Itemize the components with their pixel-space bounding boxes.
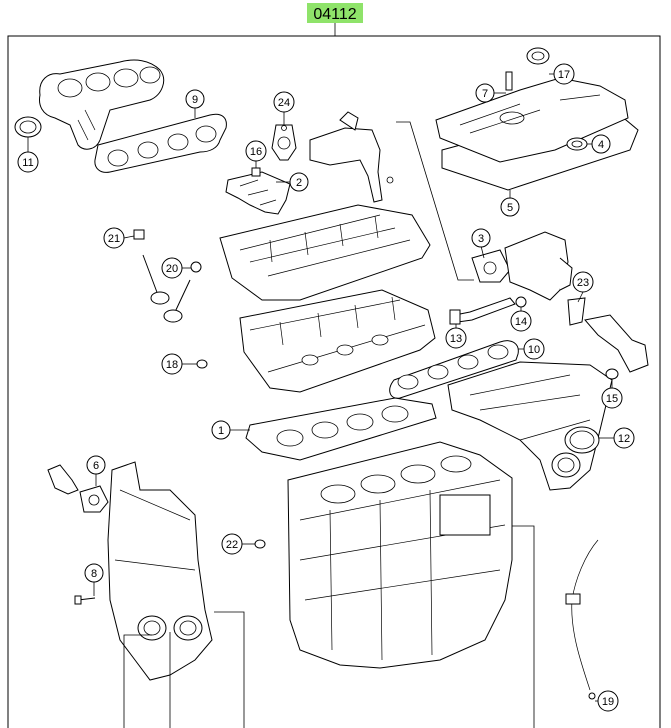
seal-ring-sketch xyxy=(14,116,42,138)
callout-5[interactable]: 5 xyxy=(500,190,520,217)
small-o-ring-sketch xyxy=(196,359,208,369)
callout-14-label: 14 xyxy=(515,316,527,328)
plug-tube-seal-sketch xyxy=(566,137,588,151)
intake-manifold-gasket-sketch xyxy=(389,340,519,399)
bolt-sketch xyxy=(74,595,96,605)
cylinder-head-sketch xyxy=(239,289,436,393)
callout-9[interactable]: 9 xyxy=(185,89,205,118)
callout-16-label: 16 xyxy=(250,146,262,158)
callout-7-label: 7 xyxy=(482,88,488,100)
callout-12-label: 12 xyxy=(618,433,630,445)
callout-24[interactable]: 24 xyxy=(273,91,295,125)
callout-5-label: 5 xyxy=(507,202,513,214)
callout-11-label: 11 xyxy=(22,157,33,169)
callout-16[interactable]: 16 xyxy=(245,140,267,168)
callout-2-label: 2 xyxy=(296,177,302,189)
small-gasket-sketch xyxy=(271,124,297,161)
intake-manifold-sketch xyxy=(447,361,613,491)
callout-22[interactable]: 22 xyxy=(221,533,255,555)
injector-sketch xyxy=(449,296,527,325)
callout-21[interactable]: 21 xyxy=(103,227,135,249)
callout-15[interactable]: 15 xyxy=(601,379,623,409)
cylinder-head-gasket-sketch xyxy=(245,397,437,461)
small-seal-sketch xyxy=(605,368,619,380)
exhaust-manifold-gasket-sketch xyxy=(94,113,227,173)
callout-6[interactable]: 6 xyxy=(86,455,106,486)
callout-19-label: 19 xyxy=(602,696,614,708)
reference-code-label[interactable]: 04112 xyxy=(307,3,363,23)
kit-frame xyxy=(7,35,661,728)
callout-3[interactable]: 3 xyxy=(471,228,491,259)
callout-8[interactable]: 8 xyxy=(84,563,104,596)
callout-23[interactable]: 23 xyxy=(572,271,594,303)
callout-4[interactable]: 4 xyxy=(587,134,611,154)
timing-chain-cover-sketch xyxy=(107,461,213,681)
callout-17-label: 17 xyxy=(558,69,570,81)
plug-seal-sketch xyxy=(254,539,266,549)
callout-18[interactable]: 18 xyxy=(161,353,197,375)
bracket-lines xyxy=(123,121,535,728)
reference-code-highlight xyxy=(307,3,363,23)
callout-13-label: 13 xyxy=(450,333,462,345)
cylinder-block-sketch xyxy=(287,441,513,669)
callout-1[interactable]: 1 xyxy=(211,420,250,440)
callout-2[interactable]: 2 xyxy=(276,172,309,192)
camshaft-housing-sketch xyxy=(219,204,431,301)
callout-15-label: 15 xyxy=(606,393,618,405)
cam-housing-sketch xyxy=(225,171,291,215)
oil-gauge-tube-sketch xyxy=(565,539,599,700)
clip-sketch xyxy=(251,167,261,177)
water-outlet-sketch xyxy=(471,231,573,301)
callout-17[interactable]: 17 xyxy=(549,63,575,85)
valve-sketch xyxy=(133,229,202,323)
callout-22-label: 22 xyxy=(226,539,238,551)
callout-9-label: 9 xyxy=(192,94,198,106)
callout-24-label: 24 xyxy=(278,97,290,109)
callout-10[interactable]: 10 xyxy=(518,338,545,360)
callout-10-label: 10 xyxy=(528,344,540,356)
callout-3-label: 3 xyxy=(478,233,484,245)
water-inlet-sketch xyxy=(47,464,109,513)
callout-1-label: 1 xyxy=(218,425,224,437)
callout-13[interactable]: 13 xyxy=(445,324,467,349)
callout-20[interactable]: 20 xyxy=(161,257,191,279)
callout-18-label: 18 xyxy=(166,359,178,371)
callout-6-label: 6 xyxy=(93,460,99,472)
egr-pipe-sketch xyxy=(309,111,394,203)
cylinder-head-cover-sketch xyxy=(435,47,629,163)
callout-19[interactable]: 19 xyxy=(595,690,619,712)
water-bypass-pipe-sketch xyxy=(567,297,649,373)
reference-code-text: 04112 xyxy=(313,6,356,23)
callout-11[interactable]: 11 xyxy=(17,137,39,173)
callout-4-label: 4 xyxy=(598,139,604,151)
callout-7[interactable]: 7 xyxy=(475,83,506,103)
exhaust-manifold-sketch xyxy=(39,59,165,150)
throttle-body-gasket-sketch xyxy=(564,426,600,454)
callout-21-label: 21 xyxy=(108,233,120,245)
callout-23-label: 23 xyxy=(577,277,589,289)
callout-12[interactable]: 12 xyxy=(599,427,635,449)
callout-14[interactable]: 14 xyxy=(510,307,532,332)
callout-8-label: 8 xyxy=(91,568,97,580)
callout-20-label: 20 xyxy=(166,263,178,275)
